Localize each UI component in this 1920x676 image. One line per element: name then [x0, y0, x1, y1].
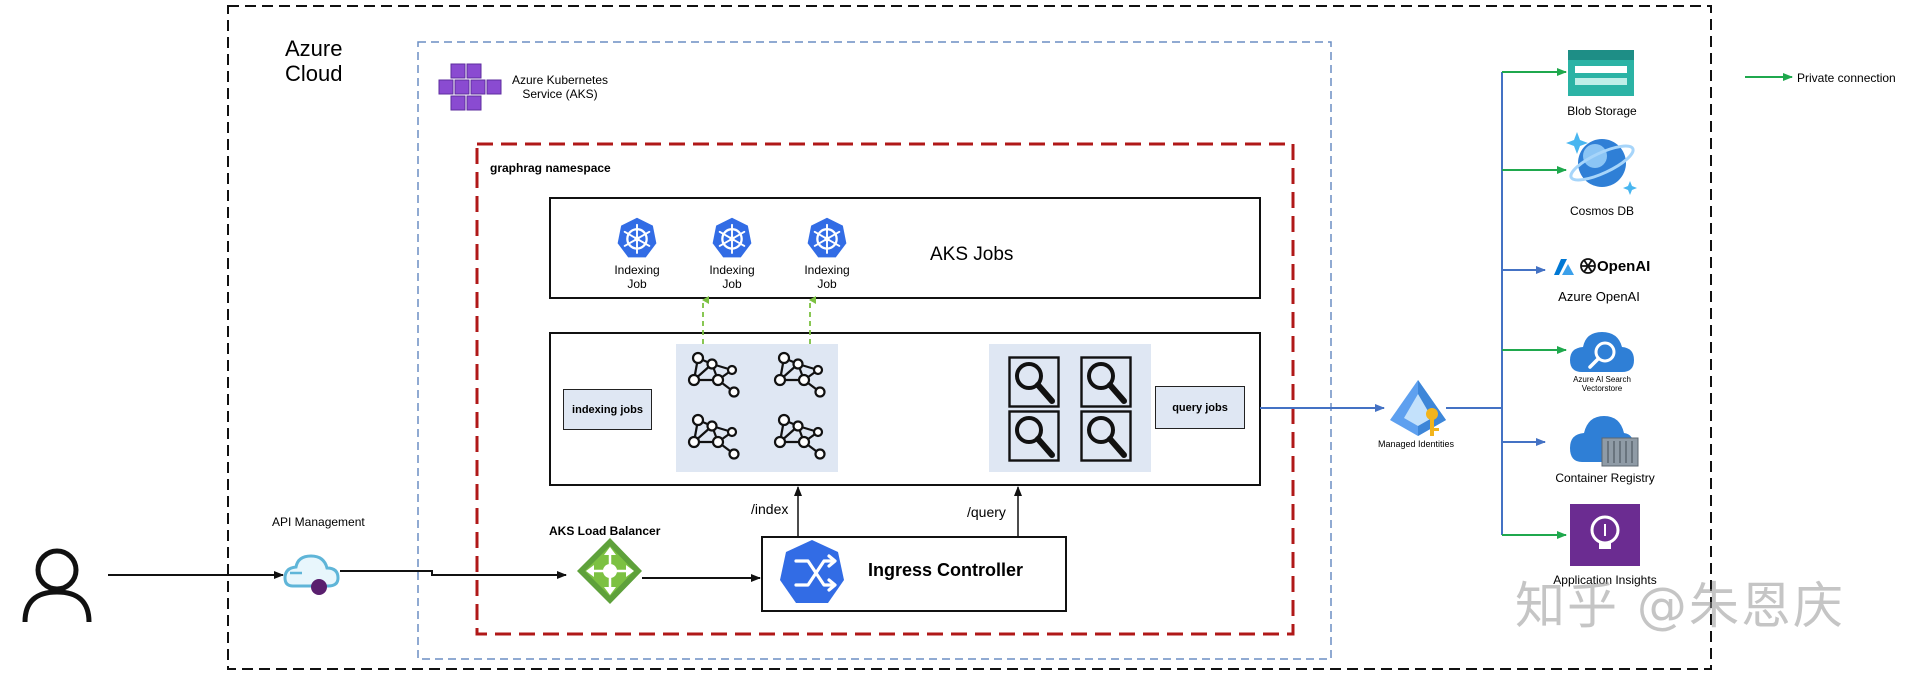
azure-openai-label: Azure OpenAI: [1558, 289, 1640, 304]
ai-search-label: Azure AI Search Vectorstore: [1557, 375, 1647, 393]
azure-cloud-line2: Cloud: [285, 61, 343, 87]
jobs-box: [549, 332, 1261, 486]
legend-label: Private connection: [1797, 71, 1896, 85]
managed-identity-icon: [1390, 380, 1446, 436]
indexing-job-line1: Indexing: [709, 263, 755, 277]
aks-jobs-box: [549, 197, 1261, 299]
indexing-job-line2: Job: [627, 276, 647, 291]
namespace-boundary: [475, 142, 1295, 636]
api-management-label: API Management: [272, 515, 365, 529]
load-balancer-label: AKS Load Balancer: [549, 524, 661, 538]
query-jobs-box: query jobs: [1155, 386, 1245, 429]
azure-logo-icon: [1554, 259, 1574, 275]
indexing-job-line1: Indexing: [614, 263, 660, 277]
azure-cloud-line1: Azure: [285, 36, 343, 61]
ai-search-line1: Azure AI Search: [1573, 375, 1631, 384]
azure-cloud-boundary: [227, 5, 1712, 670]
ai-search-line2: Vectorstore: [1581, 384, 1623, 394]
person-icon: [22, 548, 92, 623]
aks-title-line2: Service (AKS): [522, 86, 598, 101]
query-route-label: /query: [967, 504, 1006, 520]
openai-brand-label: OpenAI: [1597, 258, 1651, 275]
aks-cubes-icon: [438, 63, 502, 111]
api-management-icon: [283, 554, 340, 595]
namespace-label: graphrag namespace: [490, 161, 611, 175]
aks-title-line1: Azure Kubernetes: [511, 73, 609, 87]
watermark: 知乎 @朱恩庆: [1515, 577, 1845, 635]
load-balancer-icon: [577, 538, 642, 604]
ai-search-icon: [1570, 332, 1634, 372]
aks-jobs-title: AKS Jobs: [930, 244, 1014, 265]
blob-storage-icon: [1568, 50, 1634, 96]
aks-boundary: [417, 41, 1332, 660]
indexing-job-label: Indexing Job: [602, 263, 672, 292]
indexing-job-line2: Job: [817, 276, 837, 291]
aks-title: Azure Kubernetes Service (AKS): [500, 73, 620, 102]
app-insights-label: Application Insights: [1553, 573, 1657, 587]
cosmos-db-icon: [1566, 132, 1637, 195]
indexing-job-label: Indexing Job: [697, 263, 767, 292]
api-to-lb-arrow: [340, 570, 567, 579]
index-route-label: /index: [751, 501, 789, 517]
app-insights-icon: [1570, 504, 1640, 566]
ingress-icon: [780, 540, 844, 603]
container-registry-icon: [1570, 416, 1639, 467]
indexing-jobs-box: indexing jobs: [563, 389, 652, 430]
azure-cloud-title: Azure Cloud: [285, 36, 342, 87]
indexing-panel: [676, 344, 838, 472]
blob-storage-label: Blob Storage: [1567, 104, 1637, 118]
indexing-job-line1: Indexing: [804, 263, 850, 277]
ingress-controller-label: Ingress Controller: [868, 560, 1024, 580]
managed-identities-label: Managed Identities: [1378, 439, 1455, 449]
indexing-job-label: Indexing Job: [792, 263, 862, 292]
indexing-job-line2: Job: [722, 276, 742, 291]
query-panel: [989, 344, 1151, 472]
cosmos-db-label: Cosmos DB: [1569, 204, 1634, 218]
container-registry-label: Container Registry: [1555, 471, 1655, 485]
openai-logo-icon: [1580, 258, 1596, 274]
